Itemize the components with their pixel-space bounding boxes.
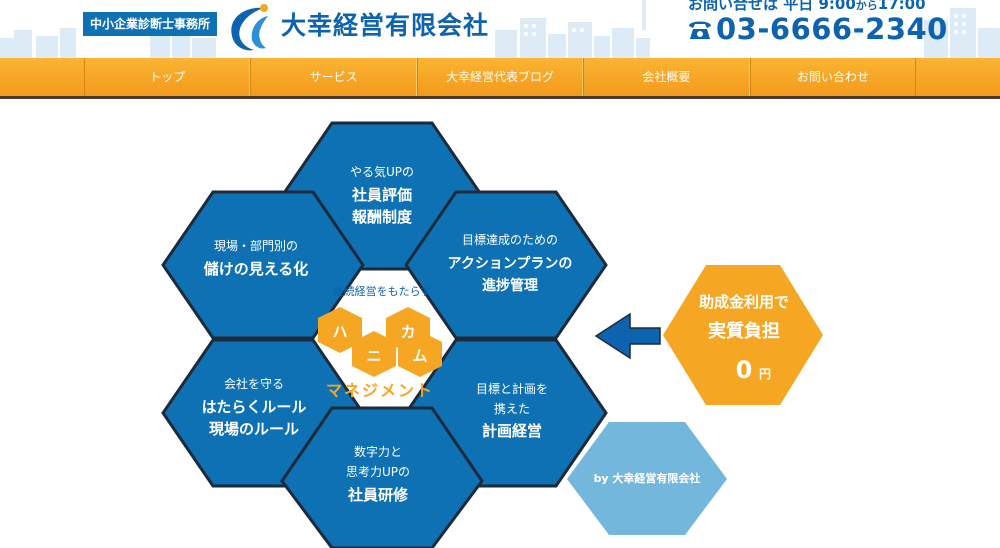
- center-char-3: カ: [400, 323, 415, 341]
- hex-upper-right-line1: 目標達成のための: [462, 233, 558, 247]
- hex-top-line1: やる気UPの: [350, 164, 414, 179]
- hex-upper-right-line3: 進捗管理: [482, 277, 538, 294]
- company-logo-icon: [231, 4, 268, 51]
- subsidy-line2: 実質負担: [708, 320, 780, 342]
- hex-upper-left: 現場・部門別の 儲けの見える化: [161, 190, 365, 340]
- subsidy-unit: 円: [759, 367, 771, 381]
- center-char-1: ハ: [332, 323, 347, 341]
- phone-icon: [689, 21, 711, 39]
- hex-lower-right-line3: 計画経営: [482, 422, 542, 440]
- center-brand: 継続経営をもたらす ハ ニ カ ム マネジメント: [318, 284, 442, 400]
- contact-hours-mid: から: [855, 0, 878, 12]
- office-badge: 中小企業診断士事務所: [83, 12, 218, 36]
- hex-top-line3: 報酬制度: [352, 208, 413, 226]
- hex-upper-right-line2: アクションプランの: [448, 256, 573, 272]
- hex-bottom-line2: 思考力UPの: [346, 465, 410, 479]
- main-nav: トップ サービス 大幸経営代表ブログ 会社概要 お問い合わせ: [0, 58, 1000, 96]
- byline-text: by 大幸経営有限会社: [594, 471, 701, 485]
- contact-hours: お問い合せは 平日 9:00から17:00: [688, 0, 926, 14]
- hex-lower-left-line3: 現場のルール: [209, 420, 299, 438]
- site-header: 中小企業診断士事務所 大幸経営有限会社 お問い合せは 平日 9:00から17:0…: [0, 0, 1000, 58]
- nav-item-services[interactable]: サービス: [250, 58, 417, 96]
- contact-hours-end: 17:00: [877, 0, 926, 13]
- hex-lower-right-line1: 目標と計画を: [476, 381, 548, 396]
- hex-upper-left-line2: 儲けの見える化: [204, 260, 309, 278]
- center-title: マネジメント: [326, 381, 434, 400]
- contact-hours-prefix: お問い合せは 平日 9:00: [688, 0, 856, 13]
- nav-item-blog[interactable]: 大幸経営代表ブログ: [416, 58, 584, 96]
- left-arrow-icon: [594, 312, 661, 360]
- company-name: 大幸経営有限会社: [281, 11, 490, 40]
- byline-hex: by 大幸経営有限会社: [567, 422, 727, 535]
- hex-upper-right: 目標達成のための アクションプランの 進捗管理: [404, 190, 608, 340]
- center-char-2: ニ: [366, 347, 381, 365]
- hex-top-line2: 社員評価: [351, 186, 412, 204]
- center-char-4: ム: [412, 347, 427, 365]
- subsidy-amount: 0: [736, 356, 753, 384]
- nav-divider: [0, 96, 1000, 99]
- city-skyline-decoration: [0, 0, 1000, 58]
- nav-item-contact[interactable]: お問い合わせ: [749, 58, 917, 96]
- subsidy-line1: 助成金利用で: [699, 293, 789, 311]
- hex-upper-left-line1: 現場・部門別の: [214, 238, 298, 253]
- nav-item-top[interactable]: トップ: [84, 58, 251, 96]
- hex-lower-left-line1: 会社を守る: [224, 376, 284, 391]
- nav-item-company[interactable]: 会社概要: [583, 58, 750, 96]
- subsidy-hex: 助成金利用で 実質負担 0 円: [663, 265, 823, 405]
- center-subtitle: 継続経営をもたらす: [333, 284, 432, 298]
- hex-bottom: 数字力と 思考力UPの 社員研修: [280, 406, 484, 548]
- phone-number[interactable]: 03-6666-2340: [716, 12, 948, 46]
- hex-bottom-line3: 社員研修: [347, 486, 409, 504]
- hex-lower-left-line2: はたらくルール: [202, 398, 307, 416]
- hex-lower-right-line2: 携えた: [494, 401, 530, 416]
- hex-bottom-line1: 数字力と: [354, 444, 402, 459]
